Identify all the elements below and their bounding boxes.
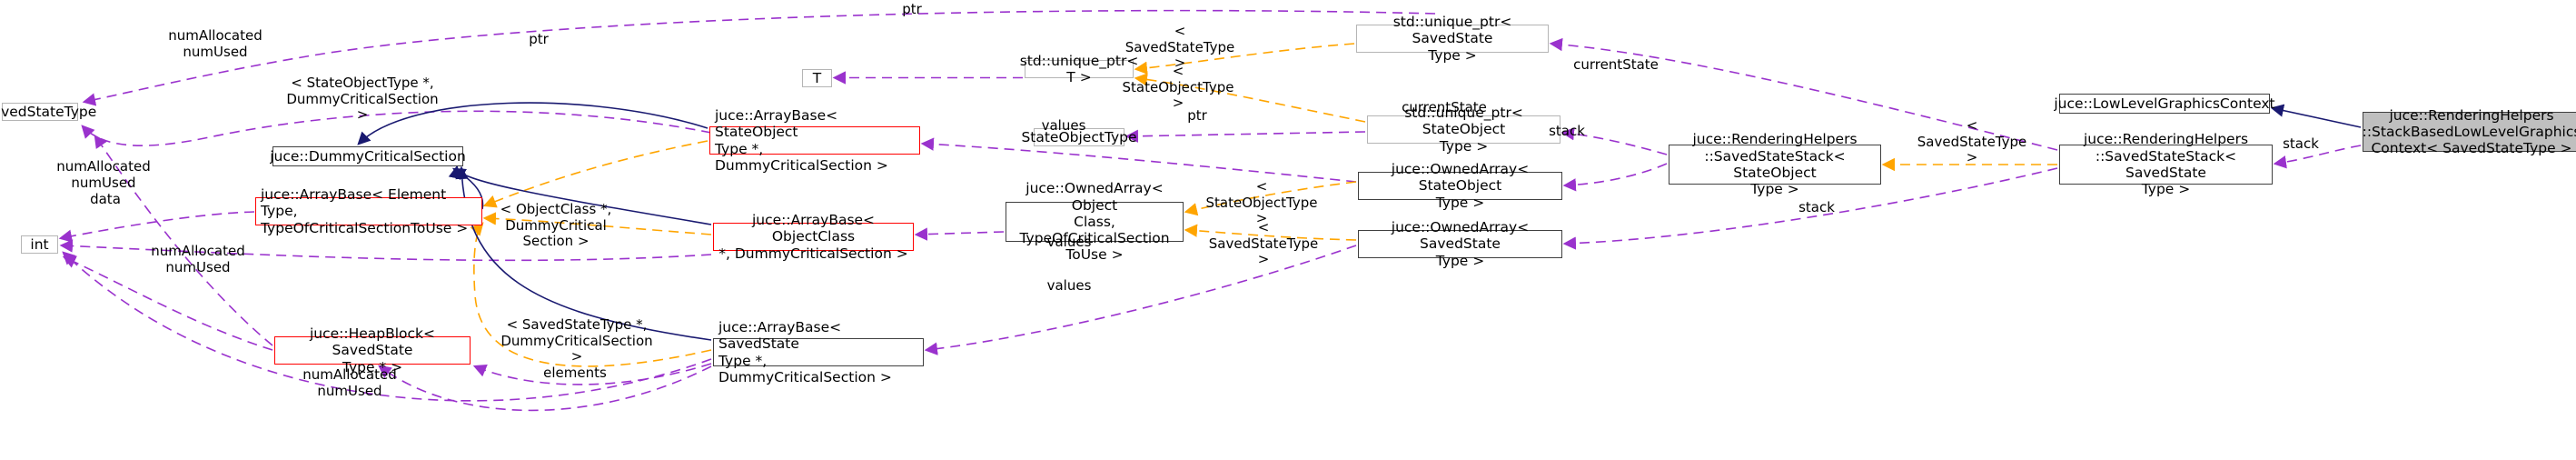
edge-usage-int-3 — [62, 251, 712, 402]
edge-label-numallocated-numused-2: numAllocated numUsed — [56, 158, 151, 191]
edge-usage-savedstatetype-second — [81, 110, 712, 146]
edge-label-data: data — [90, 191, 121, 207]
edge-usage-values-2 — [914, 227, 1005, 241]
node-std-unique-ptr-t[interactable]: std::unique_ptr< T > — [1019, 52, 1139, 85]
edge-label-currentstate-2: currentState — [1402, 99, 1487, 115]
edge-usage-heapblock-2 — [378, 365, 712, 412]
edge-label-elements: elements — [543, 365, 607, 381]
edge-template-savedstate — [470, 222, 712, 367]
edge-label-stateobjecttype-2: < StateObjectType > — [1205, 178, 1318, 227]
edge-label-numallocated-numused-3: numAllocated numUsed — [151, 243, 245, 275]
edge-usage-stateobjecttype-ptr — [1125, 129, 1366, 143]
node-juce-ownedarray-savedstatetype[interactable]: juce::OwnedArray< SavedState Type > — [1358, 219, 1562, 269]
edge-label-stateobjecttype-1: < StateObjectType > — [1122, 63, 1234, 112]
node-stateobjecttype[interactable]: StateObjectType — [1021, 128, 1137, 146]
edge-usage-stack-3 — [2273, 145, 2362, 169]
edge-template-oa-stateobject — [1184, 181, 1357, 216]
node-juce-renderinghelpers-savedstatestack-stateobjecttype[interactable]: juce::RenderingHelpers ::SavedStateStack… — [1669, 131, 1881, 197]
edge-usage-currentstate-1 — [1549, 37, 2058, 151]
edge-label-numallocated-numused-1: numAllocated numUsed — [168, 27, 263, 60]
edge-template-stateobject — [482, 140, 708, 208]
edge-usage-savedstatetype-bottom — [94, 135, 273, 346]
edge-template-uptr-stateobject — [1134, 73, 1366, 123]
edge-usage-currentstate-2 — [1560, 127, 1668, 155]
edge-label-stack-2: stack — [1798, 199, 1835, 215]
node-juce-renderinghelpers-savedstatestack-savedstatetype[interactable]: juce::RenderingHelpers ::SavedStateStack… — [2059, 131, 2273, 197]
edge-usage-stack-1 — [1562, 163, 1668, 192]
edge-label-savedstatetype-1: < SavedStateType > — [1125, 23, 1235, 72]
edge-label-stack-1: stack — [1549, 123, 1585, 139]
node-juce-arraybase-stateobjecttype-ptr[interactable]: juce::ArrayBase< StateObject Type *, Dum… — [709, 107, 920, 174]
edge-label-numallocated-numused-4: numAllocated numUsed — [302, 366, 397, 399]
edge-label-ptr-top: ptr — [902, 1, 922, 17]
edge-label-objectclass-dummycriticalsection: < ObjectClass *, DummyCritical Section > — [500, 201, 612, 250]
node-juce-arraybase-objectclass-ptr[interactable]: juce::ArrayBase< ObjectClass *, DummyCri… — [713, 212, 914, 262]
node-int[interactable]: int — [21, 235, 58, 254]
edge-label-currentstate-1: currentState — [1573, 56, 1659, 73]
node-juce-ownedarray-stateobjecttype[interactable]: juce::OwnedArray< StateObject Type > — [1358, 161, 1562, 211]
node-juce-arraybase-savedstatetype-ptr[interactable]: juce::ArrayBase< SavedState Type *, Dumm… — [713, 319, 924, 385]
edge-label-values-2: values — [1046, 234, 1092, 250]
edge-label-stateobjecttype-dummycriticalsection: < StateObjectType *, DummyCriticalSectio… — [286, 75, 439, 124]
edge-label-savedstatetype-3: < SavedStateType > — [1208, 219, 1319, 268]
edge-label-values-1: values — [1041, 117, 1086, 134]
edge-usage-int-1 — [58, 211, 255, 243]
node-juce-dummycriticalsection[interactable]: juce::DummyCriticalSection — [270, 146, 466, 166]
edge-template-oa-savedstate — [1184, 224, 1357, 241]
node-juce-heapblock-savedstatetype[interactable]: juce::HeapBlock< SavedState Type * > — [274, 325, 471, 375]
edge-inherit-dummy-4 — [451, 167, 484, 210]
edge-label-values-3: values — [1046, 277, 1092, 294]
edge-inherit-dummy-1 — [357, 102, 708, 145]
node-savedstatetype[interactable]: SavedStateType — [0, 103, 97, 121]
node-juce-arraybase-elementtype[interactable]: juce::ArrayBase< Element Type, TypeOfCri… — [255, 186, 482, 236]
edge-inherit-context — [2270, 104, 2362, 128]
edge-usage-int-4 — [62, 255, 273, 351]
node-std-unique-ptr-stateobjecttype[interactable]: std::unique_ptr< StateObject Type > — [1367, 105, 1560, 155]
edge-usage-savedstatetype-top — [82, 9, 1436, 106]
edge-label-ptr-right: ptr — [1187, 107, 1207, 124]
edge-label-ptr-mid: ptr — [529, 31, 549, 47]
edge-template-uptr-savedstate — [1134, 43, 1355, 75]
node-juce-renderinghelpers-stackbasedlowlevelgraphicscontext[interactable]: juce::RenderingHelpers ::StackBasedLowLe… — [2363, 107, 2576, 156]
node-juce-ownedarray-objectclass[interactable]: juce::OwnedArray< Object Class, TypeOfCr… — [1006, 180, 1184, 263]
edge-usage-stack-2 — [1562, 167, 2058, 250]
node-std-unique-ptr-savedstatetype[interactable]: std::unique_ptr< SavedState Type > — [1356, 14, 1549, 64]
edge-label-stack-3: stack — [2283, 135, 2319, 152]
edge-usage-heapblock — [472, 363, 712, 385]
node-t[interactable]: T — [802, 69, 832, 87]
edge-usage-int-2 — [59, 239, 712, 262]
edge-usage-values-1 — [920, 137, 1357, 183]
edge-template-objectclass — [482, 212, 712, 235]
edge-label-savedstatetype-dummycriticalsection: < SavedStateType *, DummyCriticalSection… — [500, 316, 653, 365]
node-juce-lowlevelgraphicscontext[interactable]: juce::LowLevelGraphicsContext — [2054, 94, 2275, 114]
edge-label-savedstatetype-2: < SavedStateType > — [1917, 117, 2027, 166]
edge-inherit-dummy-3 — [455, 165, 712, 341]
